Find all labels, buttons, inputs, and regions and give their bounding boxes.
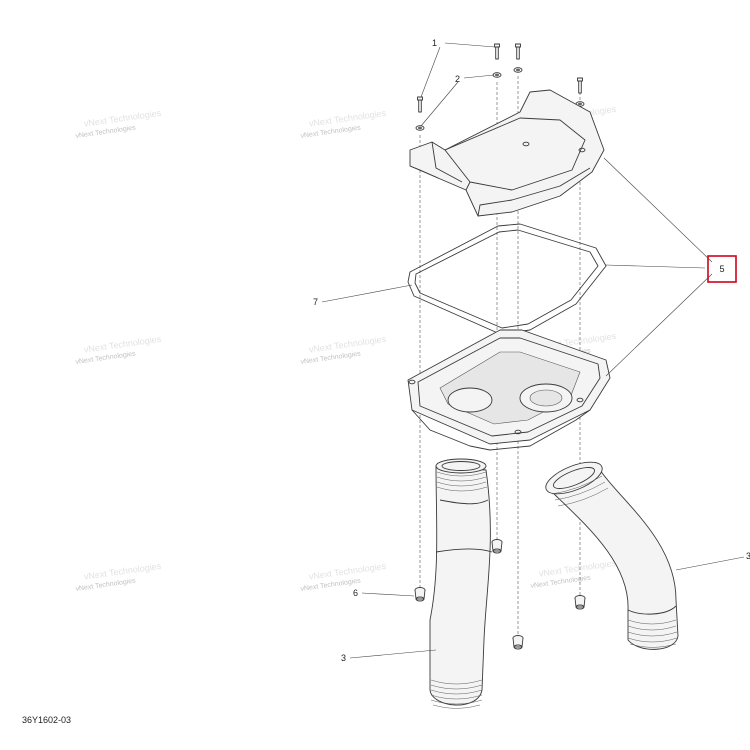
- watermark-5: vNext Technologies vNext Technologies: [300, 334, 387, 366]
- figure-id: 36Y1602-03: [22, 715, 71, 725]
- callout-1: 1: [432, 38, 437, 48]
- watermark-1: vNext Technologies vNext Technologies: [75, 108, 162, 140]
- watermark-4: vNext Technologies vNext Technologies: [75, 334, 162, 366]
- thread-right-bottom: [627, 619, 678, 648]
- callout-3-right: 3: [746, 551, 750, 561]
- callout-5-highlight: 5: [707, 255, 737, 283]
- intake-tube-left: [429, 458, 493, 709]
- thread-right-top: [551, 475, 609, 507]
- top-cover: [409, 89, 605, 217]
- intake-tube-right: [545, 461, 679, 650]
- thread-left-top: [436, 471, 488, 492]
- watermark-8: vNext Technologies vNext Technologies: [300, 561, 387, 593]
- watermark-7: vNext Technologies vNext Technologies: [75, 561, 162, 593]
- lower-housing: [407, 329, 611, 451]
- callout-5: 5: [719, 264, 724, 274]
- highlight-box: [707, 255, 737, 283]
- gasket-part-7: [407, 223, 607, 335]
- leader-lines: [321, 42, 745, 659]
- callout-labels: 1 2 7 6 3 3: [313, 38, 750, 663]
- callout-2: 2: [455, 74, 460, 84]
- grommet-part-6: [414, 539, 586, 650]
- callout-3-left: 3: [341, 653, 346, 663]
- watermark-2: vNext Technologies vNext Technologies: [300, 108, 387, 140]
- callout-7: 7: [313, 297, 318, 307]
- thread-left-bottom: [430, 679, 483, 709]
- screw-part-1: [417, 43, 583, 113]
- watermark-9: vNext Technologies vNext Technologies: [530, 558, 617, 590]
- callout-6: 6: [353, 588, 358, 598]
